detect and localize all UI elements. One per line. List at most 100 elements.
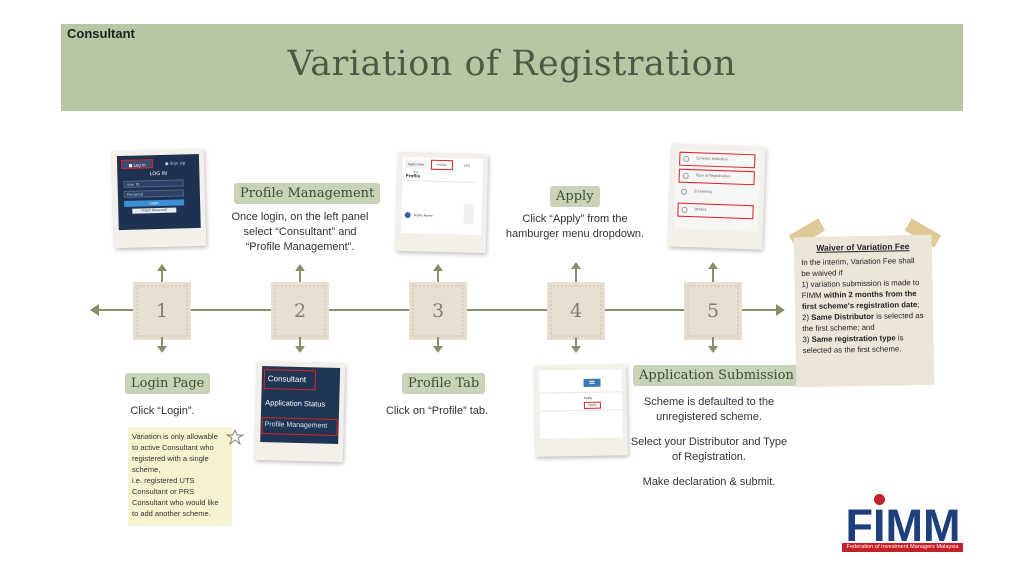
waiver-text: ; [917,300,920,310]
menu-screenshot: Consultant Application Status Profile Ma… [254,360,346,463]
apply-divider [539,391,622,394]
step-desc-line: Once login, on the left panel [231,211,369,223]
user-id-field: User ID [123,179,184,188]
step-node-3: 3 [412,285,464,337]
forgot-password-link: Forgot Password? [132,207,177,214]
tab-profile: Profile [430,159,454,171]
step-desc-line: Click on “Profile” tab. [385,405,489,417]
menu-item-profile-management: Profile Management [261,417,338,436]
connector-arrow-up [157,264,167,271]
waiver-text: 2) [802,312,812,323]
menu-screen: Consultant Application Status Profile Ma… [260,365,341,445]
connector-line [161,270,163,282]
step-title-5: Application Submission [633,365,800,386]
page-title: Variation of Registration [287,44,737,84]
connector-line [712,268,714,282]
step-desc-line: of Registration. [672,451,746,463]
form-step-scheme: Scheme Selection [679,151,756,169]
connector-line [299,337,301,347]
step-desc-1: Click “Login”. [110,404,215,419]
connector-line [161,337,163,347]
apply-screenshot: Apply Apply [534,364,628,457]
profile-screenshot: Application list Profile CDS Profile Pro… [395,151,489,254]
apply-menu-item: Apply [583,395,593,400]
step-desc-line: hamburger menu dropdown. [505,228,645,240]
connector-arrow-up [708,262,718,269]
logo-tagline: Federation of Investment Managers Malays… [842,543,963,552]
menu-item-application-status: Application Status [265,398,326,409]
note-line: scheme, [132,465,161,474]
timeline-arrow-left [90,304,99,316]
step-desc-line: Scheme is defaulted to the [643,396,775,408]
login-screenshot: ■ Log in ● Sign Up LOG IN User ID Passwo… [111,148,207,249]
logo-dot-icon [874,494,885,505]
spacer [628,425,790,435]
connector-arrow-down [295,346,305,353]
connector-line [712,337,714,347]
login-button-image: Login [124,199,185,207]
form-step-screening: Screening [678,186,754,203]
form-screenshot: Scheme Selection Type of Registration Sc… [668,143,766,250]
connector-line [437,337,439,347]
profile-heading: Profile [405,173,421,179]
step-node-2: 2 [274,285,326,337]
profile-avatar [404,212,411,219]
waiver-intro: In the interim, Variation Fee shall be w… [801,256,915,279]
login-heading: LOG IN [149,170,168,178]
form-step-type: Type of Registration [678,168,755,186]
login-tab: ■ Log in [120,159,154,169]
tab-application-list: Application list [404,160,428,174]
step-desc-line: Click “Apply” from the [522,213,628,225]
title-band [61,24,963,111]
step-title-2: Profile Management [234,183,381,204]
connector-arrow-up [571,262,581,269]
waiver-bold: Same registration type [811,333,896,344]
waiver-title: Waiver of Variation Fee [816,241,910,253]
tab-cds: CDS [463,163,471,168]
connector-arrow-up [433,264,443,271]
step-desc-line: Click “Login”. [130,405,195,417]
waiver-item-1: 1) variation submission is made to FIMM … [801,277,926,312]
step-desc-4: Click “Apply” from the hamburger menu dr… [503,212,647,242]
connector-arrow-down [571,346,581,353]
step-title-1: Login Page [125,373,211,394]
step-desc-5: Scheme is defaulted to the unregistered … [628,395,790,490]
step-node-4: 4 [550,285,602,337]
form-step-label: Type of Registration [695,173,731,179]
note-line: Consultant or PRS [132,487,195,496]
note-line: to active Consultant who [132,443,214,452]
step-desc-line: select “Consultant” and [243,226,357,238]
form-screen: Scheme Selection Type of Registration Sc… [673,148,761,232]
form-step-others: Others [677,202,754,220]
step-desc-line: Select your Distributor and Type [630,436,788,448]
form-step-label: Others [694,207,707,212]
waiver-bold: Same Distributor [811,311,875,322]
spacer [628,465,790,475]
eligibility-note: Variation is only allowable to active Co… [128,427,232,526]
connector-line [575,268,577,282]
profile-divider [405,180,476,183]
step-desc-line: “Profile Management”. [245,241,355,253]
note-line: registered with a single [132,454,209,463]
step-title-4: Apply [550,186,600,207]
step-title-3: Profile Tab [402,373,486,394]
form-step-label: Scheme Selection [696,156,728,162]
waiver-note: Waiver of Variation Fee In the interim, … [793,234,935,388]
hamburger-button-image [583,378,601,387]
connector-arrow-up [295,264,305,271]
step-desc-2: Once login, on the left panel select “Co… [228,210,372,255]
step-desc-line: unregistered scheme. [656,411,762,423]
timeline-arrow-right [776,304,785,316]
profile-screen: Application list Profile CDS Profile Pro… [401,156,484,236]
apply-screen: Apply Apply [539,369,623,439]
waiver-item-3: 3) Same registration type is selected as… [802,332,926,356]
fimm-logo: FIMM [845,500,961,551]
connector-arrow-down [433,346,443,353]
note-line: to add another scheme. [132,509,211,518]
login-screen: ■ Log in ● Sign Up LOG IN User ID Passwo… [116,153,201,231]
apply-highlight: Apply [583,401,601,409]
profile-side-panel [463,203,474,224]
apply-divider [539,409,623,412]
star-doodle-icon [226,429,244,445]
step-desc-3: Click on “Profile” tab. [375,404,499,419]
